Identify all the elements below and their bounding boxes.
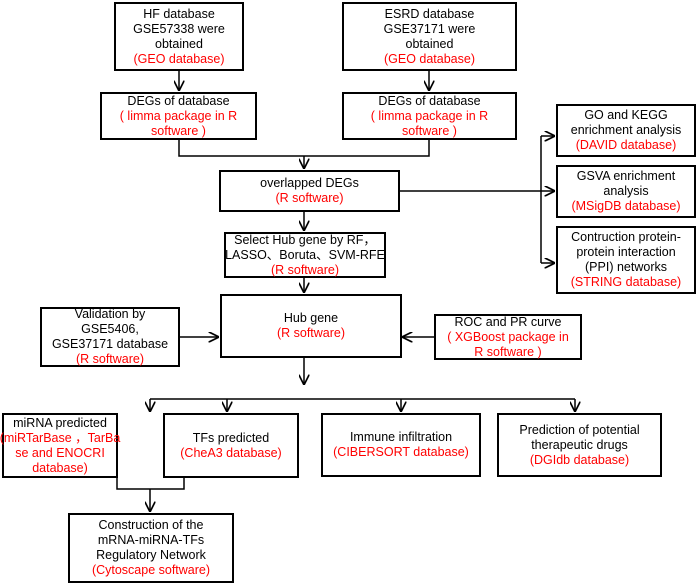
- node-tool-label: (R software): [270, 262, 340, 277]
- node-text-line: DEGs of database: [127, 93, 230, 108]
- hub-selection-box: Select Hub gene by RF，LASSO、Boruta、SVM-R…: [224, 232, 386, 278]
- node-tool-label: software ): [151, 123, 206, 138]
- node-text-line: (PPI) networks: [585, 260, 667, 274]
- immune-infiltration-box: Immune infiltration(CIBERSORT database): [321, 413, 481, 477]
- node-text-line: protein interaction: [576, 245, 676, 259]
- node-text-line: Contruction protein-: [571, 230, 681, 244]
- node-text-line: GSVA enrichment: [576, 169, 676, 183]
- node-tool-label: (CIBERSORT database): [333, 445, 469, 459]
- node-tool-label: (Cytoscape software): [91, 563, 211, 577]
- node-text-line: Prediction of potential: [519, 422, 640, 437]
- node-text-line: Regulatory Network: [96, 548, 206, 562]
- node-text-line: Immune infiltration: [349, 430, 453, 444]
- node-text-line: GSE37171 were: [383, 21, 476, 36]
- node-text-line: obtained: [405, 36, 454, 51]
- node-text-line: GO and KEGG: [584, 108, 668, 122]
- node-tool-label: (DAVID database): [575, 138, 677, 152]
- node-tool-label: (R software): [275, 191, 344, 205]
- node-tool-label: (MSigDB database): [571, 199, 681, 213]
- node-text-line: ROC and PR curve: [454, 314, 562, 329]
- node-text-line: therapeutic drugs: [531, 437, 628, 452]
- node-text-line: TFs predicted: [192, 430, 270, 445]
- node-text-line: GSE5406,: [81, 322, 139, 336]
- node-tool-label: (CheA3 database): [180, 445, 282, 460]
- ppi-network-box: Contruction protein-protein interaction(…: [556, 226, 696, 294]
- node-text-line: DEGs of database: [378, 93, 481, 108]
- merge-degs-to-overlap: [178, 140, 430, 157]
- node-tool-label: (STRING database): [570, 275, 682, 289]
- node-tool-label: ( limma package in R: [119, 108, 238, 123]
- node-text-line: Hub gene: [283, 311, 339, 325]
- node-text-line: obtained: [155, 36, 203, 51]
- overlapped-degs-box: overlapped DEGs(R software): [219, 170, 400, 212]
- node-tool-label: database): [32, 460, 88, 475]
- node-text-line: overlapped DEGs: [260, 176, 359, 190]
- node-tool-label: (R software): [75, 352, 145, 366]
- node-tool-label: (GEO database): [133, 51, 225, 66]
- node-text-line: analysis: [603, 184, 649, 198]
- node-text-line: ESRD database: [384, 6, 475, 21]
- merge-mirna-tfs: [116, 478, 185, 490]
- node-text-line: Select Hub gene by RF，: [234, 232, 376, 247]
- node-text-line: GSE37171 database: [51, 337, 169, 351]
- node-tool-label: software ): [402, 123, 457, 138]
- node-text-line: miRNA predicted: [13, 415, 107, 430]
- node-tool-label: ( XGBoost package in: [447, 329, 569, 344]
- node-tool-label: R software ): [474, 344, 542, 359]
- node-text-line: HF database: [143, 6, 215, 21]
- node-tool-label: (DGIdb database): [529, 452, 630, 467]
- node-text-line: mRNA-miRNA-TFs: [97, 533, 205, 547]
- node-text-line: GSE57338 were: [133, 21, 225, 36]
- hub-gene-box: Hub gene(R software): [220, 294, 402, 358]
- tfs-predicted-box: TFs predicted(CheA3 database): [163, 413, 299, 478]
- node-text-line: Construction of the: [98, 518, 204, 532]
- node-text-line: enrichment analysis: [570, 123, 682, 137]
- node-tool-label: ( limma package in R: [370, 108, 489, 123]
- node-tool-label: se and ENOCRI: [15, 445, 105, 460]
- node-text-line: Validation by: [74, 307, 146, 321]
- node-tool-label: (R software): [276, 326, 346, 340]
- node-tool-label: (GEO database): [383, 51, 475, 66]
- node-text-line: LASSO、Boruta、SVM-RFE: [225, 247, 385, 262]
- node-tool-label: (miRTarBase ，TarBa: [0, 430, 121, 445]
